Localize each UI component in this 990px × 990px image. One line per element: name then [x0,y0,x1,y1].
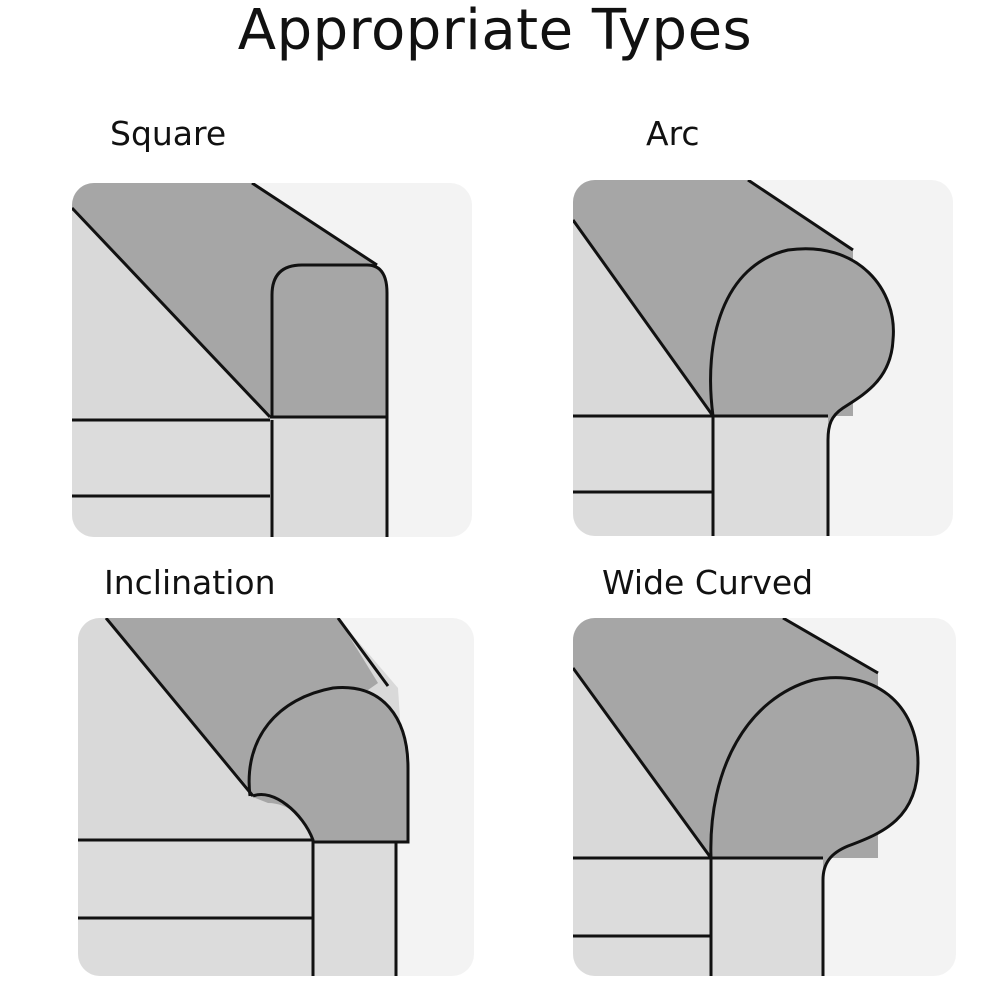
arc-armrest-icon [573,180,895,536]
type-label-inclination: Inclination [104,563,276,602]
panel-inclination [78,618,474,976]
type-label-wide-curved: Wide Curved [602,563,814,602]
type-label-arc: Arc [646,114,700,153]
wide-curved-armrest-icon [573,618,920,976]
inclination-armrest-icon [78,618,410,976]
square-armrest-icon [72,183,389,537]
type-label-square: Square [110,114,227,153]
panel-wide-curved [573,618,956,976]
panel-square [72,183,472,537]
panel-arc [573,180,953,536]
page-title: Appropriate Types [237,0,753,63]
